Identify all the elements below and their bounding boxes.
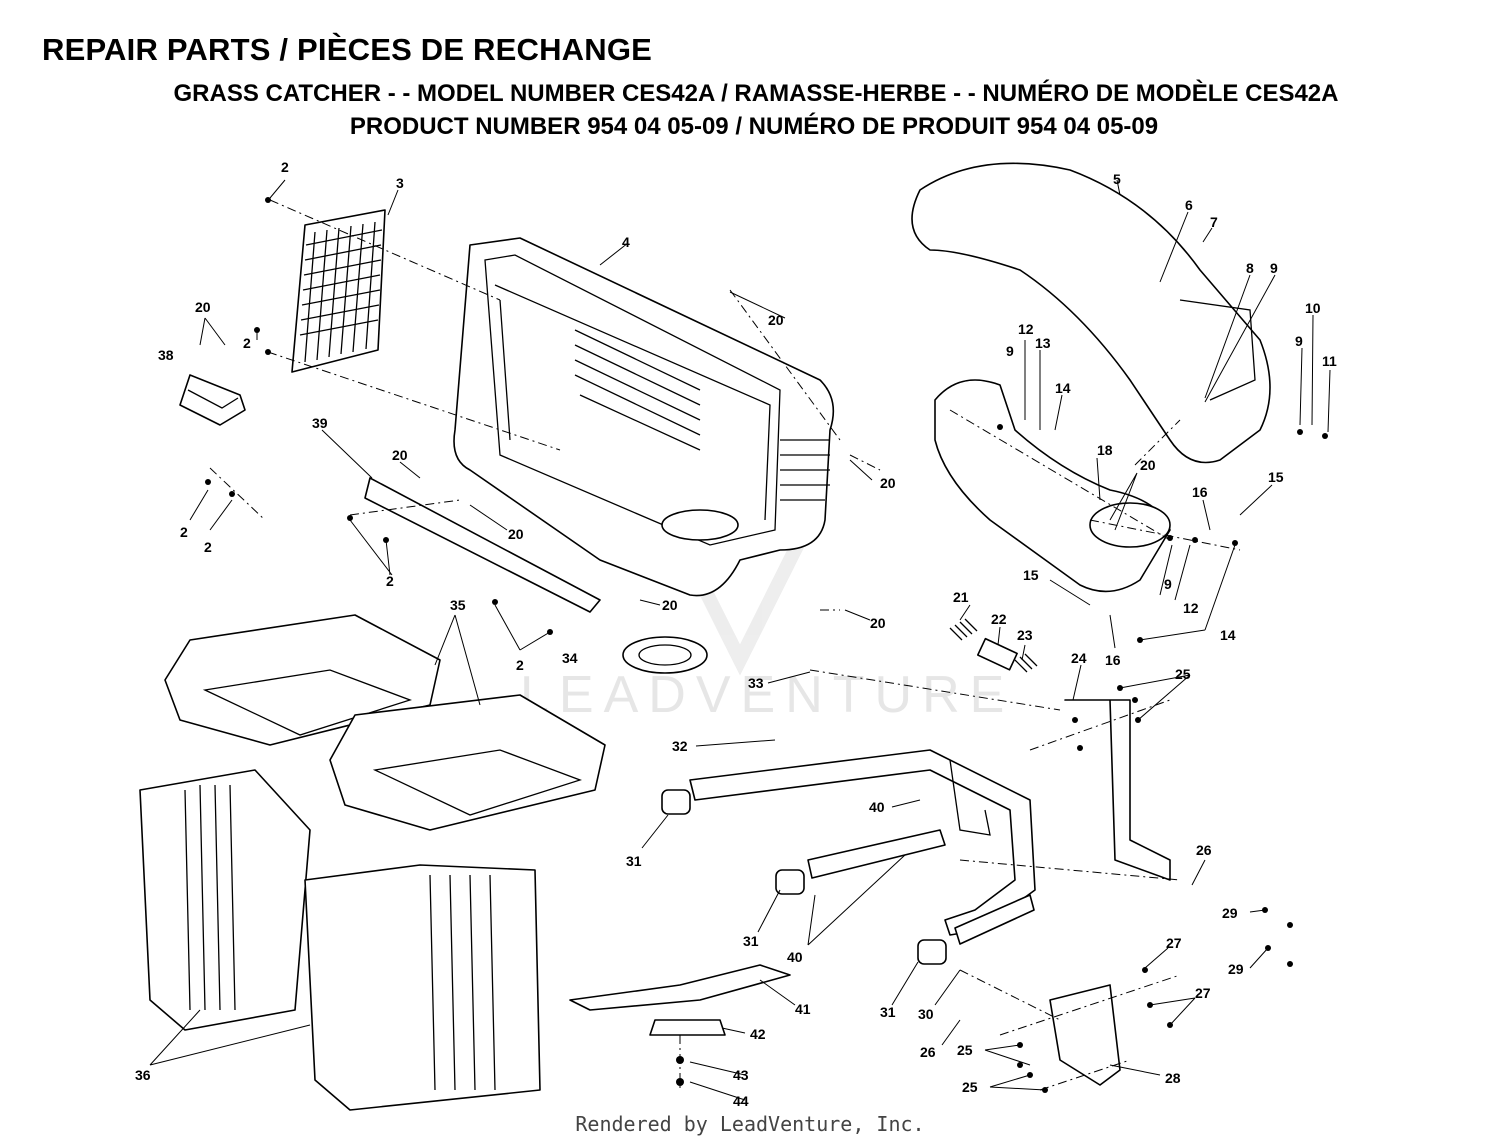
callout-30: 30 xyxy=(918,1006,934,1022)
part-clip-42 xyxy=(649,1019,726,1036)
header: REPAIR PARTS / PIÈCES DE RECHANGE GRASS … xyxy=(0,0,1500,150)
callout-10: 10 xyxy=(1305,300,1321,316)
callout-39: 39 xyxy=(312,415,328,431)
callout-20: 20 xyxy=(1140,457,1156,473)
part-spring-set xyxy=(949,618,1038,673)
callout-20: 20 xyxy=(195,299,211,315)
callout-31: 31 xyxy=(626,853,642,869)
callout-7: 7 xyxy=(1210,214,1218,230)
callout-43: 43 xyxy=(733,1067,749,1083)
callout-33: 33 xyxy=(748,675,764,691)
callout-12: 12 xyxy=(1018,321,1034,337)
callout-2: 2 xyxy=(204,539,212,555)
part-hitch-28 xyxy=(1049,984,1121,1086)
callout-3: 3 xyxy=(396,175,404,191)
callout-29: 29 xyxy=(1222,905,1238,921)
callout-29: 29 xyxy=(1228,961,1244,977)
callout-35: 35 xyxy=(450,597,466,613)
callout-22: 22 xyxy=(991,611,1007,627)
product-number-line: PRODUCT NUMBER 954 04 05-09 / NUMÉRO DE … xyxy=(349,113,1159,140)
part-lower-chute xyxy=(934,379,1171,593)
callout-2: 2 xyxy=(516,657,524,673)
callout-41: 41 xyxy=(795,1001,811,1017)
callout-25: 25 xyxy=(957,1042,973,1058)
callout-2: 2 xyxy=(243,335,251,351)
callout-6: 6 xyxy=(1185,197,1193,213)
callout-9: 9 xyxy=(1270,260,1278,276)
callout-16: 16 xyxy=(1192,484,1208,500)
callout-14: 14 xyxy=(1055,380,1071,396)
callout-2: 2 xyxy=(281,159,289,175)
callout-labels: 2 3 20 38 2 39 20 2 2 2 20 20 4 20 20 2 … xyxy=(135,159,1337,1109)
callout-12: 12 xyxy=(1183,600,1199,616)
callout-9: 9 xyxy=(1006,343,1014,359)
callout-18: 18 xyxy=(1097,442,1113,458)
callout-9: 9 xyxy=(1164,576,1172,592)
assembly-lines xyxy=(209,199,1241,1091)
part-bracket-24 xyxy=(1064,699,1171,881)
callout-27: 27 xyxy=(1195,985,1211,1001)
part-bag-right xyxy=(304,694,606,1111)
page-title: REPAIR PARTS / PIÈCES DE RECHANGE xyxy=(42,32,653,67)
page-subtitle: GRASS CATCHER - - MODEL NUMBER CES42A / … xyxy=(173,80,1339,107)
callout-8: 8 xyxy=(1246,260,1254,276)
callout-5: 5 xyxy=(1113,171,1121,187)
callout-32: 32 xyxy=(672,738,688,754)
callout-13: 13 xyxy=(1035,335,1051,351)
callout-4: 4 xyxy=(622,234,630,250)
part-tube-ends xyxy=(661,789,1035,965)
leader-lines xyxy=(149,179,1331,1101)
callout-24: 24 xyxy=(1071,650,1087,666)
screen-mesh xyxy=(299,221,383,363)
callout-31: 31 xyxy=(743,933,759,949)
callout-40: 40 xyxy=(787,949,803,965)
callout-11: 11 xyxy=(1322,353,1337,369)
callout-20: 20 xyxy=(508,526,524,542)
callout-34: 34 xyxy=(562,650,578,666)
callout-16: 16 xyxy=(1105,652,1121,668)
part-ring-34 xyxy=(622,636,708,674)
part-bracket-38 xyxy=(179,374,246,426)
callout-31: 31 xyxy=(880,1004,896,1020)
callout-15: 15 xyxy=(1268,469,1284,485)
callout-15: 15 xyxy=(1023,567,1039,583)
callout-36: 36 xyxy=(135,1067,151,1083)
callout-2: 2 xyxy=(180,524,188,540)
part-screen xyxy=(291,209,386,373)
callout-2: 2 xyxy=(386,573,394,589)
part-strip-39 xyxy=(364,477,601,613)
callout-20: 20 xyxy=(768,312,784,328)
callout-40: 40 xyxy=(869,799,885,815)
callout-21: 21 xyxy=(953,589,969,605)
callout-14: 14 xyxy=(1220,627,1236,643)
part-frame-tube xyxy=(689,749,1036,936)
callout-23: 23 xyxy=(1017,627,1033,643)
watermark-text: LEADVENTURE xyxy=(520,666,1014,724)
callout-25: 25 xyxy=(962,1079,978,1095)
part-catcher-housing xyxy=(453,237,835,597)
callout-25: 25 xyxy=(1175,666,1191,682)
callout-9: 9 xyxy=(1295,333,1303,349)
callout-42: 42 xyxy=(750,1026,766,1042)
callout-27: 27 xyxy=(1166,935,1182,951)
callout-38: 38 xyxy=(158,347,174,363)
callout-28: 28 xyxy=(1165,1070,1181,1086)
callout-20: 20 xyxy=(662,597,678,613)
callout-44: 44 xyxy=(733,1093,749,1109)
callout-26: 26 xyxy=(1196,842,1212,858)
part-chute-tube xyxy=(911,162,1271,464)
callout-20: 20 xyxy=(392,447,408,463)
callout-20: 20 xyxy=(870,615,886,631)
callout-20: 20 xyxy=(880,475,896,491)
callout-26: 26 xyxy=(920,1044,936,1060)
footer-credit: Rendered by LeadVenture, Inc. xyxy=(575,1112,925,1136)
part-blade-41 xyxy=(569,964,791,1011)
